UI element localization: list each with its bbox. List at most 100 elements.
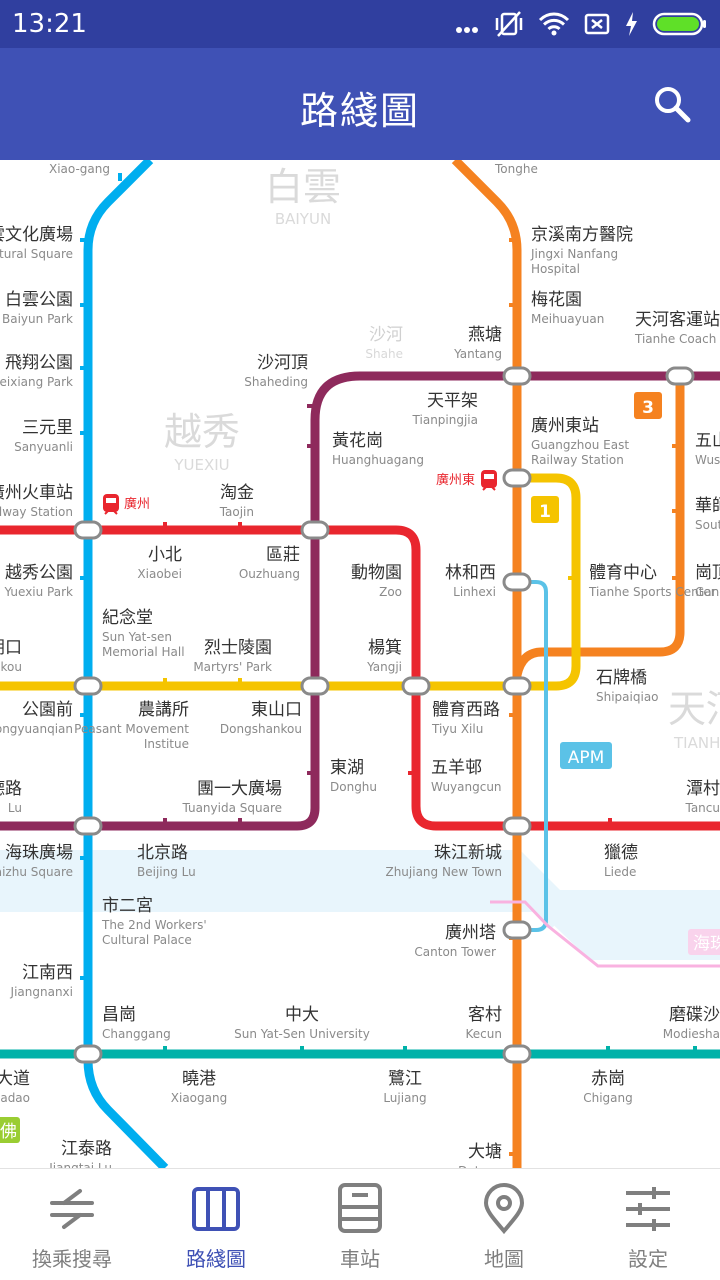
station-name-en: Tianhe Coach Terminal bbox=[634, 332, 720, 346]
interchange-marker[interactable] bbox=[502, 676, 532, 696]
station-label[interactable]: 廣州火車站ailway Station bbox=[0, 483, 73, 519]
station-labels-layer[interactable]: Xiao-gang Tonghe 雲文化廣場ultural Square 京溪南方醫院… bbox=[0, 162, 720, 1168]
station-label[interactable]: 海珠廣場Haizhu Square bbox=[0, 843, 73, 879]
interchange-marker[interactable] bbox=[502, 920, 532, 940]
interchange-marker[interactable] bbox=[300, 520, 330, 540]
interchange-marker[interactable] bbox=[502, 816, 532, 836]
interchange-marker[interactable] bbox=[300, 676, 330, 696]
interchange-marker[interactable] bbox=[665, 366, 695, 386]
interchange-marker[interactable] bbox=[502, 1044, 532, 1064]
station-name-en: The 2nd Workers' bbox=[101, 918, 207, 932]
interchange-marker[interactable] bbox=[73, 520, 103, 540]
guangfo-line-track bbox=[490, 900, 720, 968]
interchange-marker[interactable] bbox=[502, 468, 532, 488]
station-name-zh: 三元里 bbox=[22, 418, 73, 438]
nav-settings[interactable]: 設定 bbox=[576, 1169, 720, 1280]
status-time: 13:21 bbox=[12, 9, 87, 39]
station-name-zh: 石牌橋 bbox=[596, 668, 647, 688]
nav-transfer-search[interactable]: 換乘搜尋 bbox=[0, 1169, 144, 1280]
interchange-marker[interactable] bbox=[502, 366, 532, 386]
station-name-zh: 海珠廣場 bbox=[5, 843, 73, 863]
station-name-zh: 動物園 bbox=[351, 563, 402, 583]
nav-station[interactable]: 車站 bbox=[288, 1169, 432, 1280]
interchange-marker[interactable] bbox=[502, 572, 532, 592]
station-label[interactable]: Xiao-gang bbox=[49, 162, 110, 176]
station-name-zh: 曉港 bbox=[182, 1069, 216, 1089]
interchange-marker[interactable] bbox=[73, 676, 103, 696]
station-label[interactable]: Tonghe bbox=[494, 162, 538, 176]
station-label[interactable]: 公園前Gongyuanqian bbox=[0, 700, 73, 736]
station-label[interactable]: 大塘Datang bbox=[458, 1142, 502, 1168]
station-label[interactable]: 雲文化廣場ultural Square bbox=[0, 225, 73, 261]
station-name-en: Gongyuanqian bbox=[0, 722, 73, 736]
station-name-zh: 北京路 bbox=[137, 843, 188, 863]
station-label[interactable]: 朝口nkou bbox=[0, 638, 22, 674]
station-name-en: Huanghuagang bbox=[332, 453, 424, 467]
metro-map-canvas[interactable]: 白雲 BAIYUN 越秀 YUEXIU 天河 TIANHE bbox=[0, 160, 720, 1168]
interchange-marker[interactable] bbox=[73, 1044, 103, 1064]
station-label[interactable]: 崗頂Gang bbox=[695, 563, 720, 599]
interchange-markers-layer[interactable] bbox=[73, 366, 695, 1064]
search-icon[interactable] bbox=[652, 84, 692, 124]
station-name-en: ailway Station bbox=[0, 505, 73, 519]
nav-route-map[interactable]: 路綫圖 bbox=[144, 1169, 288, 1280]
interchange-marker[interactable] bbox=[73, 816, 103, 836]
more-dots-icon bbox=[456, 27, 478, 33]
station-label[interactable]: 五山Wush bbox=[695, 431, 720, 467]
metro-map[interactable]: 白雲 BAIYUN 越秀 YUEXIU 天河 TIANHE bbox=[0, 160, 720, 1168]
station-name-zh: 沙河頂 bbox=[257, 353, 308, 373]
wifi-icon bbox=[538, 12, 570, 36]
station-name-en: Xiaobei bbox=[137, 567, 182, 581]
location-pin-icon bbox=[483, 1183, 525, 1235]
station-label[interactable]: 德路Lu bbox=[0, 779, 22, 815]
station-label[interactable]: 大道Dadao bbox=[0, 1069, 30, 1105]
interchange-marker[interactable] bbox=[401, 676, 431, 696]
nav-map[interactable]: 地圖 bbox=[432, 1169, 576, 1280]
station-label[interactable]: 華師Sout bbox=[695, 496, 720, 532]
